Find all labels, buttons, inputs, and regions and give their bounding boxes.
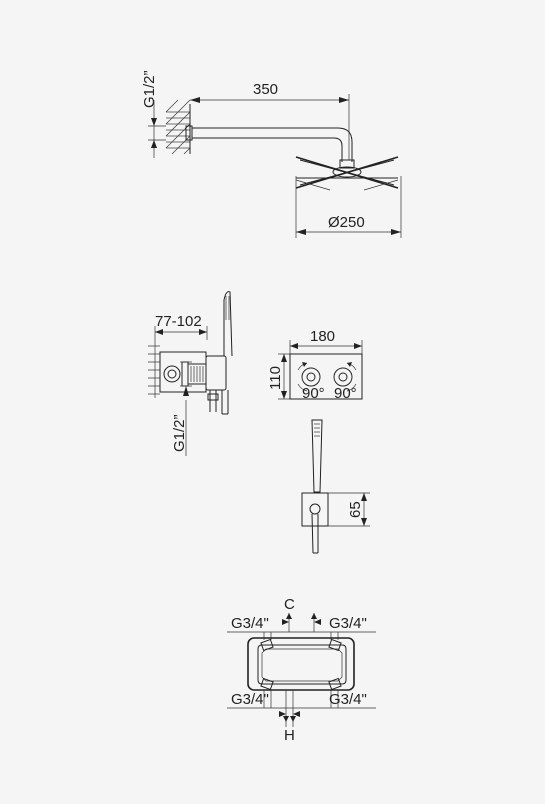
shower-arm [185,125,355,169]
left-angle-label: 90° [302,385,325,402]
arm-thread-label: G1/2” [141,70,158,108]
valve-top-left-label: G3/4" [231,615,269,632]
shower-arm-view: G1/2” 350 Ø250 [141,70,402,238]
mixer-front-view: 180 110 90° 90° [267,328,363,402]
arm-length-label: 350 [253,81,278,98]
mixer-width-label: 180 [310,328,335,345]
left-handle-icon [297,362,321,392]
right-angle-label: 90° [334,385,357,402]
mixer-plate [289,353,363,400]
hand-shower-view: 65 [301,419,370,554]
mixer-depth-label: 77-102 [155,313,202,330]
valve-bottom-center-label: H [284,727,295,744]
mixer-side-view: 77-102 [148,291,233,456]
right-handle-icon [333,362,357,392]
mixer-thread-label: G1/2” [171,414,188,452]
valve-bottom-left-label: G3/4" [231,691,269,708]
valve-body-view: C G3/4" G3/4" G3/4" G3/4" H [227,596,376,744]
holder-height-label: 65 [347,501,364,518]
valve-top-center-label: C [284,596,295,613]
shower-head [295,156,399,191]
mixer-height-label: 110 [267,366,284,390]
valve-top-right-label: G3/4" [329,615,367,632]
hand-shower-head [311,419,323,493]
mixer-wall-hatch [148,345,160,395]
valve-bottom-right-label: G3/4" [329,691,367,708]
valve-body-outline [247,637,355,691]
head-diameter-label: Ø250 [328,214,365,231]
hand-shower-holder [301,492,329,527]
